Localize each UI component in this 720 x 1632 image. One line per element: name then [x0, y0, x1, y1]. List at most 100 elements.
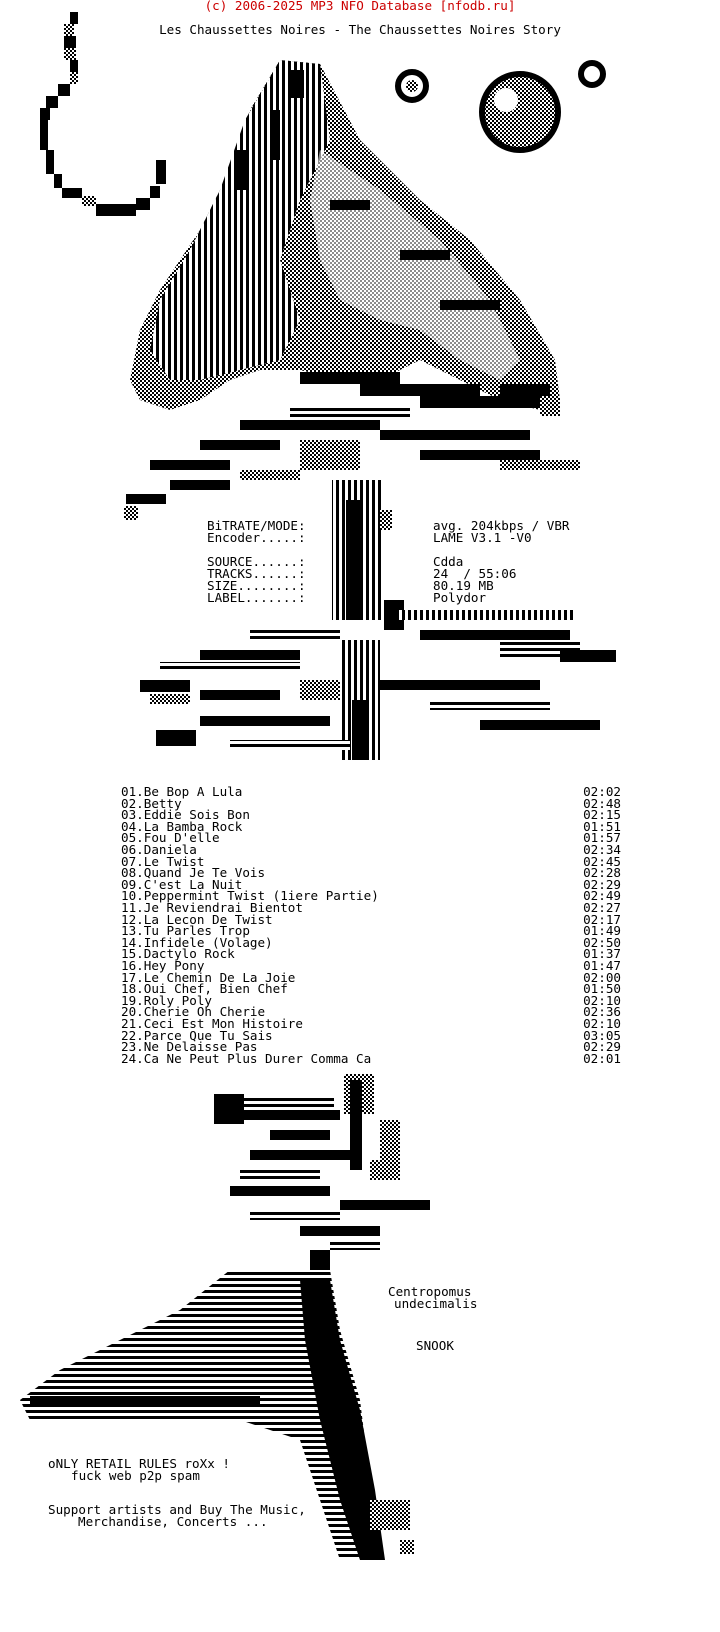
- track-duration: 01:50: [583, 981, 621, 997]
- info-key: BiTRATE/MODE:: [207, 518, 306, 533]
- copyright-banner: (c) 2006-2025 MP3 NFO Database [nfodb.ru…: [204, 0, 516, 13]
- track-title: 16.Hey Pony: [121, 958, 205, 973]
- track-duration: 01:49: [583, 923, 621, 939]
- fish-body-art: [20, 1074, 430, 1560]
- info-key: SOURCE......:: [207, 554, 306, 569]
- track-row: 12.La Lecon De Twist 02:17: [121, 911, 621, 927]
- track-row: 06.Daniela 02:34: [121, 842, 621, 857]
- species-name-line1: Centropomus: [388, 1284, 472, 1299]
- track-row: 18.Oui Chef, Bien Chef 01:50: [121, 981, 621, 997]
- track-duration: 02:02: [583, 784, 621, 799]
- track-duration: 02:28: [583, 865, 621, 881]
- track-duration: 02:17: [583, 911, 621, 927]
- hook-art: [40, 12, 166, 216]
- track-duration: 02:10: [583, 992, 621, 1008]
- track-row: 15.Dactylo Rock 01:37: [121, 946, 621, 962]
- track-title: 14.Infidele (Volage): [121, 934, 273, 950]
- track-row: 10.Peppermint Twist (1iere Partie) 02:49: [121, 888, 621, 904]
- track-duration: 02:10: [583, 1016, 621, 1031]
- track-row: 09.C'est La Nuit 02:29: [121, 876, 621, 892]
- track-row: 24.Ca Ne Peut Plus Durer Comma Ca 02:01: [121, 1050, 621, 1066]
- track-row: 05.Fou D'elle 01:57: [121, 830, 621, 846]
- fish-head-art: [130, 60, 560, 416]
- track-duration: 02:48: [583, 795, 621, 811]
- track-title: 03.Eddie Sois Bon: [121, 807, 250, 823]
- track-title: 19.Roly Poly: [121, 992, 212, 1008]
- track-row: 16.Hey Pony 01:47: [121, 958, 621, 973]
- track-row: 20.Cherie Oh Cherie 02:36: [121, 1004, 621, 1020]
- release-info: BiTRATE/MODE: avg. 204kbps / VBR Encoder.…: [207, 518, 607, 610]
- track-row: 08.Quand Je Te Vois 02:28: [121, 865, 621, 881]
- track-title: 23.Ne Delaisse Pas: [121, 1039, 258, 1055]
- track-row: 14.Infidele (Volage) 02:50: [121, 934, 621, 950]
- track-title: 15.Dactylo Rock: [121, 946, 235, 962]
- track-duration: 02:45: [583, 853, 621, 869]
- track-row: 21.Ceci Est Mon Histoire 02:10: [121, 1016, 621, 1031]
- retail-line2: fuck web p2p spam: [71, 1468, 200, 1483]
- track-row: 01.Be Bop A Lula 02:02: [121, 784, 621, 799]
- track-title: 05.Fou D'elle: [121, 830, 220, 846]
- track-duration: 02:15: [583, 807, 621, 823]
- info-key: LABEL.......:: [207, 590, 306, 605]
- track-title: 18.Oui Chef, Bien Chef: [121, 981, 288, 997]
- retail-line1: oNLY RETAIL RULES roXx !: [48, 1456, 230, 1471]
- support-line1: Support artists and Buy The Music,: [48, 1502, 306, 1517]
- track-title: 08.Quand Je Te Vois: [121, 865, 266, 881]
- species-name-line2: undecimalis: [394, 1296, 478, 1311]
- info-value: 24 / 55:06: [433, 566, 517, 581]
- track-title: 07.Le Twist: [121, 853, 205, 869]
- info-key: Encoder.....:: [207, 530, 306, 545]
- info-value: avg. 204kbps / VBR: [433, 518, 570, 533]
- info-value: Polydor: [433, 590, 487, 605]
- track-title: 24.Ca Ne Peut Plus Durer Comma Ca: [121, 1050, 372, 1066]
- track-duration: 01:51: [583, 818, 621, 834]
- track-row: 13.Tu Parles Trop 01:49: [121, 923, 621, 939]
- track-title: 10.Peppermint Twist (1iere Partie): [121, 888, 379, 904]
- track-duration: 02:34: [583, 842, 621, 857]
- release-title: Les Chaussettes Noires - The Chaussettes…: [159, 22, 561, 37]
- track-title: 17.Le Chemin De La Joie: [121, 969, 296, 985]
- track-title: 06.Daniela: [121, 842, 197, 857]
- support-line2: Merchandise, Concerts ...: [78, 1514, 268, 1529]
- track-title: 13.Tu Parles Trop: [121, 923, 250, 939]
- track-duration: 02:01: [583, 1050, 621, 1066]
- fish-spine-art: [124, 408, 616, 760]
- info-value: 80.19 MB: [433, 578, 494, 593]
- track-title: 21.Ceci Est Mon Histoire: [121, 1016, 303, 1031]
- track-title: 09.C'est La Nuit: [121, 876, 243, 892]
- track-title: 01.Be Bop A Lula: [121, 784, 243, 799]
- track-title: 22.Parce Que Tu Sais: [121, 1027, 273, 1043]
- track-row: 04.La Bamba Rock 01:51: [121, 818, 621, 834]
- track-title: 12.La Lecon De Twist: [121, 911, 273, 927]
- bubbles-art: [395, 60, 606, 153]
- track-duration: 01:47: [583, 958, 621, 973]
- track-row: 11.Je Reviendrai Bientot 02:27: [121, 900, 621, 915]
- track-row: 02.Betty 02:48: [121, 795, 621, 811]
- track-title: 20.Cherie Oh Cherie: [121, 1004, 266, 1020]
- track-duration: 02:29: [583, 876, 621, 892]
- info-key: TRACKS......:: [207, 566, 306, 581]
- track-row: 22.Parce Que Tu Sais 03:05: [121, 1027, 621, 1043]
- track-duration: 02:49: [583, 888, 621, 904]
- track-row: 19.Roly Poly 02:10: [121, 992, 621, 1008]
- track-duration: 01:57: [583, 830, 621, 846]
- track-duration: 02:50: [583, 934, 621, 950]
- track-duration: 02:00: [583, 969, 621, 985]
- track-row: 17.Le Chemin De La Joie 02:00: [121, 969, 621, 985]
- info-value: Cdda: [433, 554, 464, 569]
- track-duration: 03:05: [583, 1027, 621, 1043]
- track-row: 03.Eddie Sois Bon 02:15: [121, 807, 621, 823]
- info-key: SIZE........:: [207, 578, 306, 593]
- fish-common-name: SNOOK: [416, 1338, 454, 1353]
- track-duration: 01:37: [583, 946, 621, 962]
- track-title: 11.Je Reviendrai Bientot: [121, 900, 303, 915]
- track-duration: 02:36: [583, 1004, 621, 1020]
- track-title: 04.La Bamba Rock: [121, 818, 243, 834]
- track-duration: 02:27: [583, 900, 621, 915]
- track-row: 23.Ne Delaisse Pas 02:29: [121, 1039, 621, 1055]
- track-title: 02.Betty: [121, 795, 182, 811]
- track-row: 07.Le Twist 02:45: [121, 853, 621, 869]
- info-value: LAME V3.1 -V0: [433, 530, 532, 545]
- track-duration: 02:29: [583, 1039, 621, 1055]
